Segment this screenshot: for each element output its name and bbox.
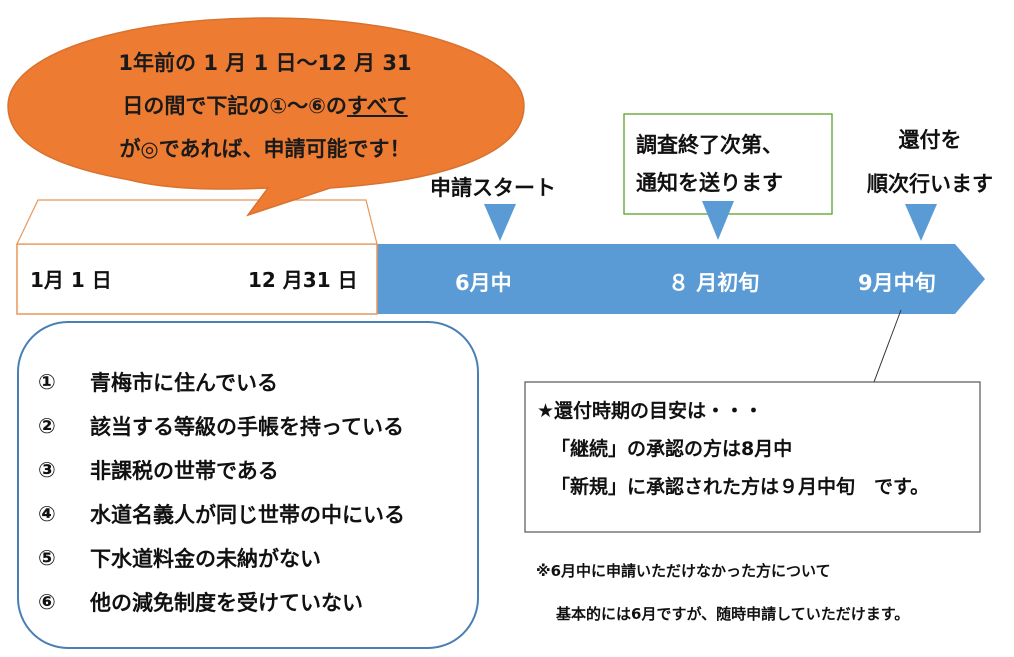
pointer-august xyxy=(702,201,734,240)
period-box xyxy=(16,243,378,315)
bubble-line-1: 1年前の 1 月 1 日～12 月 31 xyxy=(118,51,412,75)
requirement-item: ① 青梅市に住んでいる xyxy=(38,360,478,404)
requirements-box xyxy=(17,321,479,649)
late-application-note-2: 基本的には6月ですが、随時申請していただけます。 xyxy=(556,605,910,623)
bubble-line-2: 日の間で下記の①～⑥のすべて xyxy=(70,85,460,128)
callout-notification-line-2: 通知を送ります xyxy=(636,171,783,195)
callout-refund: 還付を 順次行います xyxy=(856,118,1004,206)
milestone-june-label: 6月中 xyxy=(455,271,512,295)
bubble-text: 1年前の 1 月 1 日～12 月 31 日の間で下記の①～⑥のすべて が◎であ… xyxy=(70,42,460,171)
refund-info-title: ★還付時期の目安は・・・ xyxy=(537,400,764,422)
bubble-line-3: が◎であれば、申請可能です！ xyxy=(119,137,411,161)
callout-refund-line-1: 還付を xyxy=(898,128,962,152)
requirement-text: 水道名義人が同じ世帯の中にいる xyxy=(90,503,405,527)
refund-info-line-1: 「継続」の承認の方は8月中 xyxy=(551,438,793,460)
milestone-september-label: 9月中旬 xyxy=(858,271,936,295)
requirement-number: ③ xyxy=(38,458,56,482)
requirement-number: ④ xyxy=(38,502,56,526)
period-end-label: 12 月31 日 xyxy=(248,268,358,292)
requirement-text: 下水道料金の未納がない xyxy=(90,547,321,571)
requirement-item: ② 該当する等級の手帳を持っている xyxy=(38,404,478,448)
callout-application-start: 申請スタート xyxy=(430,176,556,200)
requirement-number: ⑤ xyxy=(38,546,56,570)
milestone-august-label: ８ 月初旬 xyxy=(668,271,760,295)
callout-refund-line-2: 順次行います xyxy=(867,172,993,196)
requirement-item: ④ 水道名義人が同じ世帯の中にいる xyxy=(38,492,478,536)
speech-bubble xyxy=(7,17,525,217)
refund-info-line-2: 「新規」に承認された方は９月中旬 です。 xyxy=(551,476,930,498)
notice-box xyxy=(623,113,833,215)
period-connector xyxy=(16,199,378,245)
requirement-number: ② xyxy=(38,414,56,438)
timeline-arrow xyxy=(377,244,985,314)
refund-info-box xyxy=(524,381,981,533)
requirement-item: ③ 非課税の世帯である xyxy=(38,448,478,492)
requirement-text: 他の減免制度を受けていない xyxy=(90,591,363,615)
bubble-line-2-emphasis: すべて xyxy=(346,94,408,118)
bubble-line-2-prefix: 日の間で下記の①～⑥の xyxy=(122,94,347,118)
refund-info: ★還付時期の目安は・・・ 「継続」の承認の方は8月中 「新規」に承認された方は９… xyxy=(537,392,929,506)
requirement-item: ⑤ 下水道料金の未納がない xyxy=(38,536,478,580)
requirement-text: 該当する等級の手帳を持っている xyxy=(90,415,404,439)
pointer-june xyxy=(484,204,516,241)
requirements-list: ① 青梅市に住んでいる ② 該当する等級の手帳を持っている ③ 非課税の世帯である ④… xyxy=(38,360,478,624)
requirement-number: ① xyxy=(38,370,56,394)
requirement-item: ⑥ 他の減免制度を受けていない xyxy=(38,580,478,624)
requirement-text: 青梅市に住んでいる xyxy=(90,371,278,395)
requirement-number: ⑥ xyxy=(38,590,56,614)
period-start-label: 1月 1 日 xyxy=(30,268,112,292)
callout-notification: 調査終了次第、 通知を送ります xyxy=(636,126,783,202)
pointer-september xyxy=(905,204,937,241)
leader-line xyxy=(873,309,902,383)
requirement-text: 非課税の世帯である xyxy=(90,459,279,483)
callout-notification-line-1: 調査終了次第、 xyxy=(636,133,783,157)
late-application-note-1: ※6月中に申請いただけなかった方について xyxy=(536,562,831,580)
